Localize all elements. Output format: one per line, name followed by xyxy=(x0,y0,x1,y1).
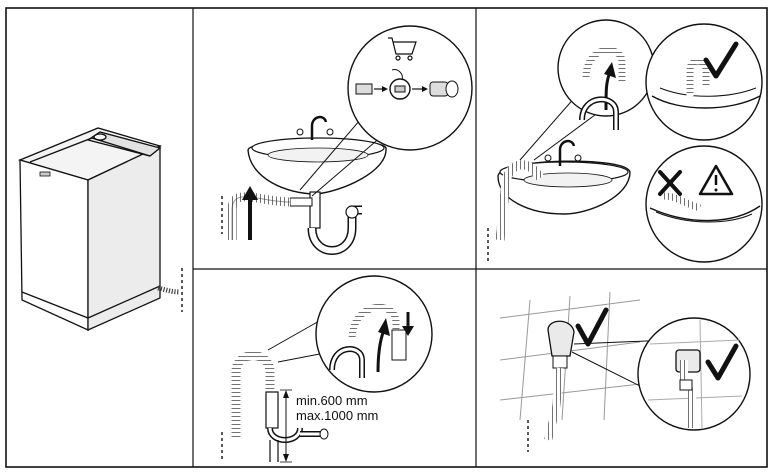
min-height-label: min.600 mm xyxy=(296,393,368,408)
arrow-down-icon xyxy=(402,312,414,336)
warning-triangle-icon xyxy=(698,164,734,196)
panel-sink-siphon xyxy=(221,25,473,255)
cross-mark-icon xyxy=(658,170,682,196)
machine-drain-hose xyxy=(157,285,181,295)
check-mark-icon xyxy=(703,41,739,79)
cart-icon xyxy=(388,37,417,61)
panel-standpipe xyxy=(221,275,433,463)
panel-sink-hook xyxy=(487,19,763,263)
check-mark-icon xyxy=(575,307,609,347)
panel-wall-outlet xyxy=(499,291,751,452)
check-mark-icon xyxy=(705,343,739,381)
arrow-up-icon xyxy=(242,186,258,240)
arrow-up-icon xyxy=(604,62,616,111)
washing-machine-illustration xyxy=(18,127,162,332)
max-height-label: max.1000 mm xyxy=(296,408,378,423)
arrow-up-icon xyxy=(376,318,390,373)
